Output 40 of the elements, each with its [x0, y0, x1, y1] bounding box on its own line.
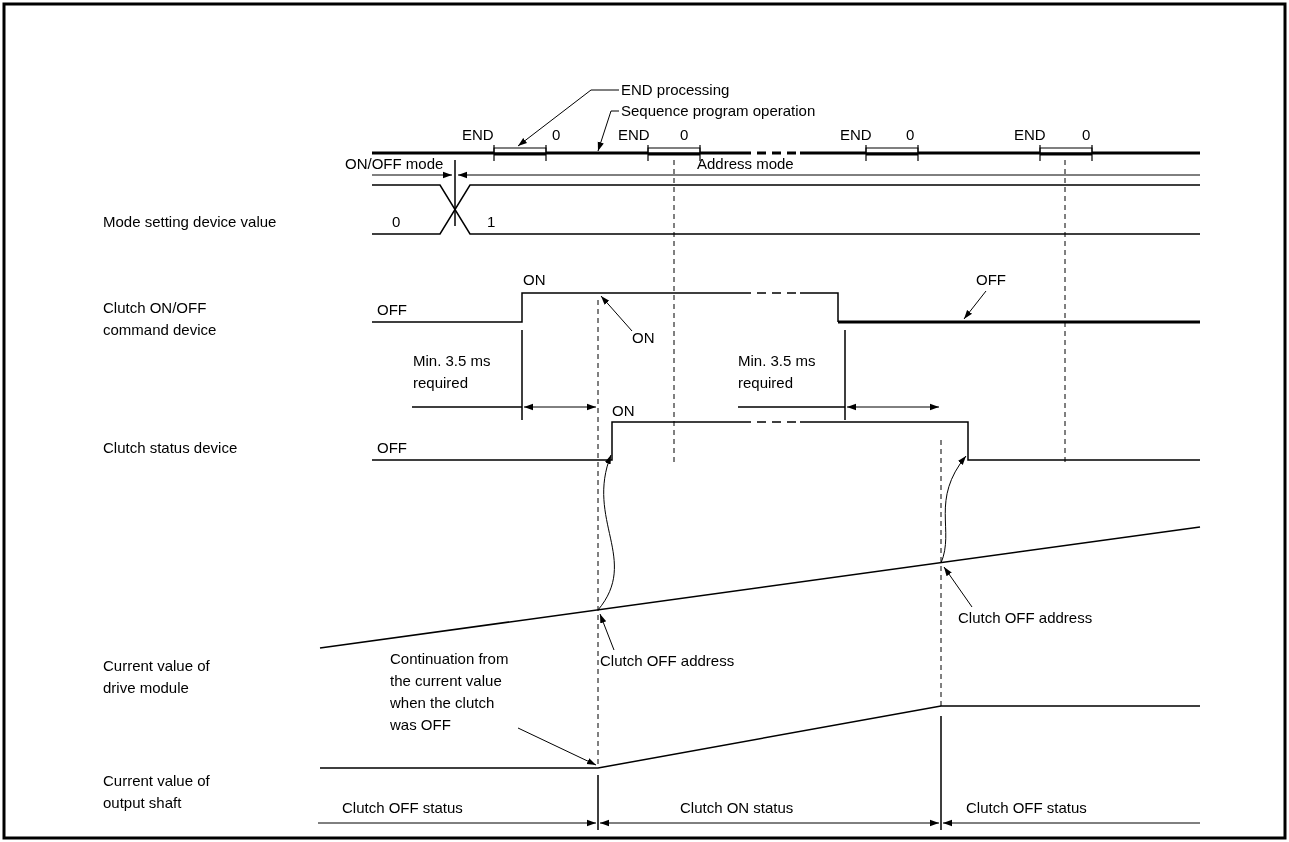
signal-name: Current value of output shaft — [103, 771, 211, 813]
callout-text: OFF — [976, 269, 1006, 291]
value-label: 0 — [392, 212, 401, 232]
callout-text: END processing — [621, 79, 730, 101]
signal-name: Current value of drive module — [103, 656, 211, 698]
step-marker: END — [1014, 125, 1046, 145]
timing-note: Min. 3.5 ms required — [413, 351, 492, 393]
callout-text: Clutch OFF address — [600, 650, 735, 672]
value-label: 1 — [487, 212, 496, 232]
status-label: Clutch ON status — [680, 798, 794, 818]
mode-label: ON/OFF mode — [345, 154, 444, 174]
state-label: OFF — [377, 438, 407, 458]
mode-label: Address mode — [697, 154, 794, 174]
leader-line — [963, 290, 987, 320]
callout-text: Clutch OFF address — [958, 607, 1093, 629]
step-marker: END — [840, 125, 872, 145]
callout-text: ON — [632, 327, 655, 349]
step-marker: 0 — [552, 125, 561, 145]
signal-name: Clutch ON/OFF command device — [103, 298, 218, 340]
leader-line — [517, 727, 597, 766]
step-marker: 0 — [680, 125, 689, 145]
leader-line — [600, 295, 633, 332]
state-label: ON — [523, 270, 546, 290]
state-label: OFF — [377, 300, 407, 320]
callout-text: Sequence program operation — [621, 100, 816, 122]
step-marker: END — [618, 125, 650, 145]
callout-text: Continuation from the current value when the clutch was OFF — [390, 648, 518, 736]
leader-line — [517, 89, 620, 147]
leader-line — [599, 613, 615, 651]
signal-name: Mode setting device value — [103, 212, 277, 232]
state-label: ON — [612, 401, 635, 421]
status-label: Clutch OFF status — [966, 798, 1087, 818]
signal-name: Clutch status device — [103, 438, 238, 458]
step-marker: 0 — [906, 125, 915, 145]
leader-line — [597, 110, 620, 152]
leader-line — [943, 566, 973, 608]
step-marker: END — [462, 125, 494, 145]
step-marker: 0 — [1082, 125, 1091, 145]
timing-note: Min. 3.5 ms required — [738, 351, 817, 393]
status-label: Clutch OFF status — [342, 798, 463, 818]
